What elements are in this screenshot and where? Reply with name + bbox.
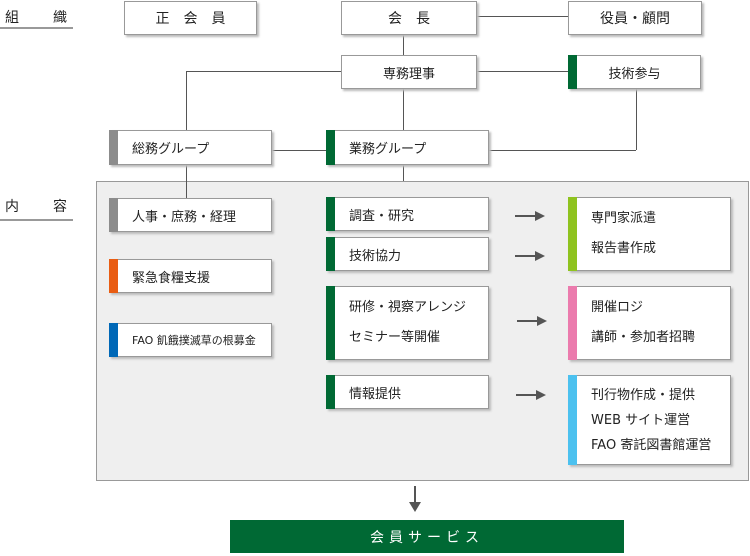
- training-seminar-box: 研修・視察アレンジセミナー等開催: [326, 286, 489, 360]
- label: 専門家派遣: [591, 211, 657, 226]
- technical-cooperation-box: 技術協力: [326, 237, 489, 271]
- label: FAO 寄託図書館運営: [591, 437, 712, 453]
- label: 開催ロジ: [591, 300, 644, 315]
- label: 会員サービス: [370, 529, 484, 546]
- down-arrow-icon: [409, 486, 421, 512]
- color-bar: [568, 375, 577, 465]
- executive-director-box: 専務理事: [341, 55, 477, 89]
- technical-advisor-box: 技術参与: [568, 55, 701, 89]
- label: 技術協力: [349, 248, 402, 264]
- connector: [186, 71, 187, 130]
- label: 役員・顧問: [600, 11, 670, 27]
- section-label-organization: 組 織: [5, 10, 77, 26]
- color-bar: [326, 237, 335, 271]
- connector: [489, 150, 636, 151]
- label: 緊急食糧支援: [132, 270, 211, 286]
- hr-admin-accounting-box: 人事・庶務・経理: [109, 198, 272, 232]
- color-bar: [109, 130, 118, 165]
- chairman-box: 会 長: [341, 1, 477, 35]
- expert-dispatch-box: 専門家派遣報告書作成: [568, 197, 731, 271]
- label: 調査・研究: [349, 208, 415, 224]
- connector: [186, 165, 187, 198]
- member-services-box: 会員サービス: [230, 520, 624, 553]
- label: 業務グループ: [349, 142, 427, 157]
- label: 会 長: [388, 11, 430, 27]
- color-bar: [109, 198, 118, 232]
- event-logistics-box: 開催ロジ講師・参加者招聘: [568, 286, 731, 360]
- connector: [636, 89, 637, 150]
- emergency-food-aid-box: 緊急食糧支援: [109, 259, 272, 293]
- label: 総務グループ: [132, 142, 210, 157]
- connector: [477, 16, 568, 17]
- label: WEB サイト運営: [591, 412, 691, 428]
- label: 研修・視察アレンジ: [349, 300, 467, 315]
- color-bar: [568, 55, 577, 89]
- connector: [403, 89, 404, 130]
- right-arrow-icon: [515, 211, 545, 221]
- fao-fundraising-box: FAO 飢餓撲滅草の根募金: [109, 323, 272, 357]
- connector: [272, 150, 326, 151]
- color-bar: [109, 323, 118, 357]
- label: 情報提供: [349, 386, 402, 402]
- officers-box: 役員・顧問: [568, 1, 702, 35]
- connector: [403, 35, 404, 55]
- color-bar: [326, 375, 335, 409]
- color-bar: [568, 286, 577, 360]
- label: 報告書作成: [591, 241, 657, 256]
- regular-members-box: 正 会 員: [124, 1, 257, 35]
- connector: [186, 71, 341, 72]
- connector: [477, 71, 568, 72]
- section-label-content: 内 容: [5, 199, 77, 215]
- label: 講師・参加者招聘: [591, 330, 696, 345]
- information-box: 情報提供: [326, 375, 489, 409]
- color-bar: [326, 286, 335, 360]
- general-affairs-group-box: 総務グループ: [109, 130, 272, 165]
- operations-group-box: 業務グループ: [326, 130, 489, 165]
- label: 人事・庶務・経理: [132, 209, 237, 225]
- divider: [0, 219, 73, 221]
- label: 技術参与: [608, 66, 661, 82]
- label: 専務理事: [382, 66, 435, 82]
- divider: [0, 27, 73, 29]
- publications-box: 刊行物作成・提供 WEB サイト運営 FAO 寄託図書館運営: [568, 375, 731, 465]
- color-bar: [326, 197, 335, 231]
- color-bar: [568, 197, 577, 271]
- label: 正 会 員: [155, 11, 226, 27]
- right-arrow-icon: [517, 316, 547, 326]
- label: セミナー等開催: [349, 330, 441, 345]
- research-box: 調査・研究: [326, 197, 489, 231]
- right-arrow-icon: [516, 390, 546, 400]
- right-arrow-icon: [515, 251, 545, 261]
- label: FAO 飢餓撲滅草の根募金: [132, 334, 256, 347]
- connector: [403, 165, 404, 181]
- color-bar: [109, 259, 118, 293]
- color-bar: [326, 130, 335, 165]
- label: 刊行物作成・提供: [591, 387, 696, 403]
